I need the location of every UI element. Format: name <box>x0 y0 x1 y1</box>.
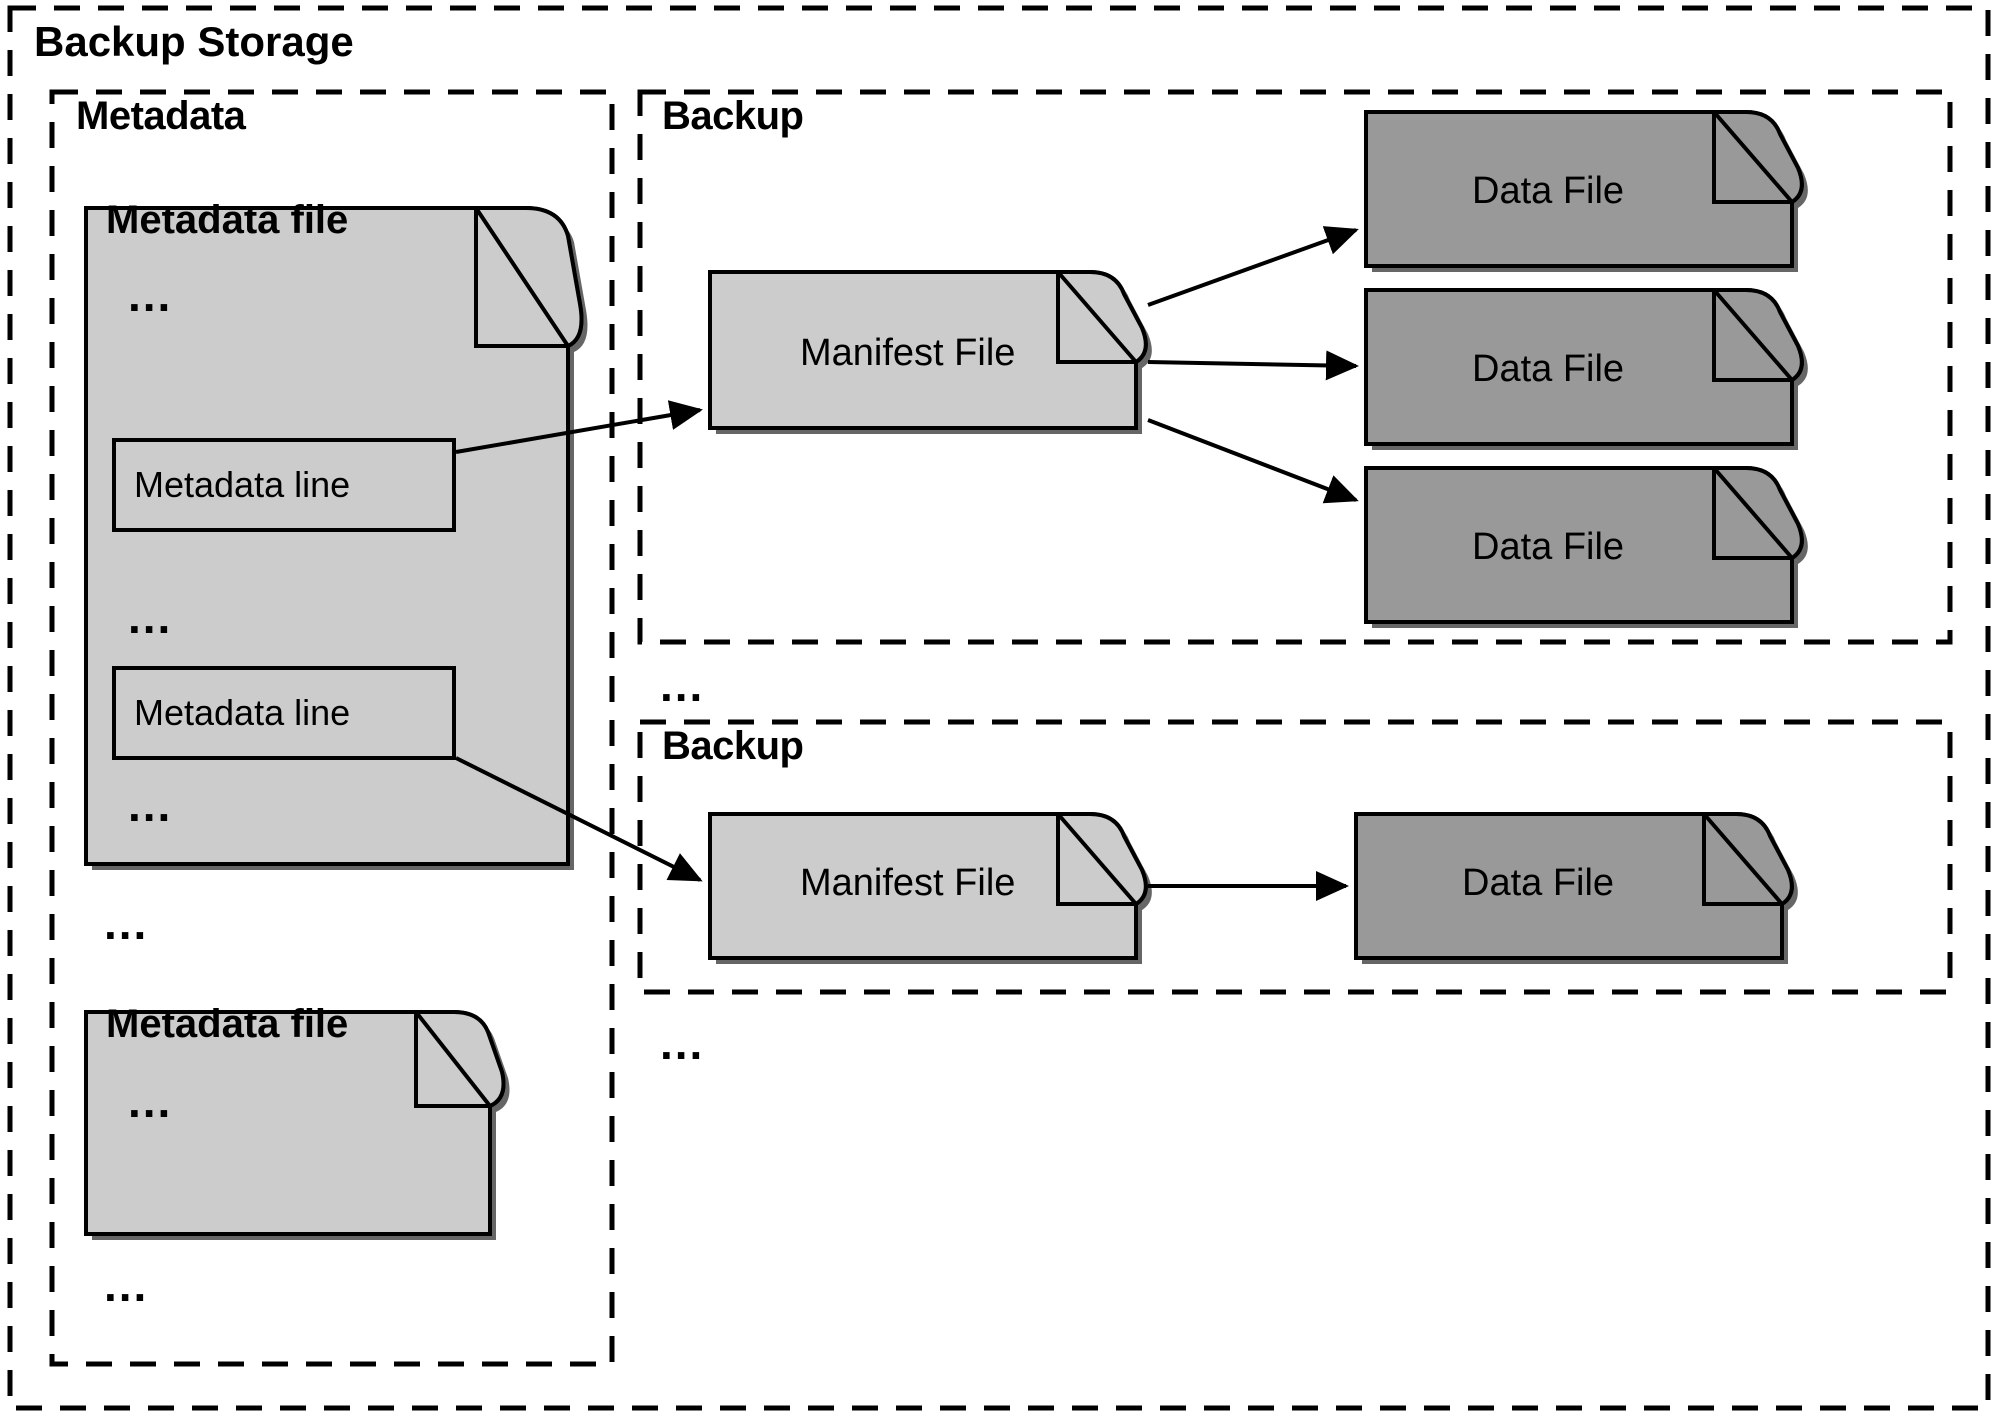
metadata-file-1-ellipsis-2-visible: ... <box>128 591 173 643</box>
page-title: Backup Storage <box>34 18 354 65</box>
backup-storage-container <box>7 5 1991 1411</box>
arrow-manifest-1-to-data-file-1 <box>1147 226 1359 307</box>
metadata-line-2-label: Metadata line <box>134 692 351 733</box>
data-file-4-label: Data File <box>1462 862 1615 904</box>
backup-group-1-title: Backup <box>662 94 804 138</box>
metadata-file-2-fold-edge-icon <box>414 1010 492 1108</box>
metadata-line-1-label: Metadata line <box>134 464 351 505</box>
data-file-3-fold-edge-icon <box>1712 466 1794 560</box>
metadata-file-1-fold-edge-icon <box>474 206 570 348</box>
metadata-group-title: Metadata <box>76 94 246 138</box>
data-file-4-fold-edge-icon <box>1702 812 1784 906</box>
metadata-group-ellipsis-1: ... <box>104 897 149 949</box>
backup-column-ellipsis-2: ... <box>660 1017 705 1069</box>
manifest-file-2-fold-edge-icon <box>1056 812 1138 906</box>
data-file-3-label: Data File <box>1472 526 1625 568</box>
data-file-2-label: Data File <box>1472 348 1625 390</box>
metadata-file-2-ellipsis-1: ... <box>128 1075 173 1127</box>
metadata-group-container <box>49 89 615 1367</box>
metadata-file-1-ellipsis-1: ... <box>128 269 173 321</box>
metadata-line-box-2 <box>112 666 456 760</box>
backup-group-2-title: Backup <box>662 724 804 768</box>
backup-column-ellipsis-1: ... <box>660 659 705 711</box>
arrow-manifest-1-to-data-file-3 <box>1147 418 1359 504</box>
metadata-group-ellipsis-2: ... <box>104 1259 149 1311</box>
arrow-manifest-1-to-data-file-2 <box>1147 350 1359 381</box>
metadata-file-2-title: Metadata file <box>106 1002 349 1046</box>
metadata-file-2-fold-icon <box>414 1010 506 1108</box>
metadata-file-1-title: Metadata file <box>106 198 349 242</box>
manifest-file-1-fold-edge-icon <box>1056 270 1138 364</box>
data-file-1-fold-edge-icon <box>1712 110 1794 204</box>
metadata-file-1-fold-icon <box>474 206 584 348</box>
metadata-file-1-ellipsis-3: ... <box>128 779 173 831</box>
arrow-metadata-line-1-to-manifest-1 <box>455 400 703 454</box>
metadata-line-box-1 <box>112 438 456 532</box>
data-file-2-fold-edge-icon <box>1712 288 1794 382</box>
manifest-file-2-label: Manifest File <box>800 862 1016 904</box>
arrow-metadata-line-2-to-manifest-2 <box>455 756 703 882</box>
manifest-file-1-label: Manifest File <box>800 332 1016 374</box>
data-file-1-label: Data File <box>1472 170 1625 212</box>
backup-group-1-container <box>637 89 1953 645</box>
